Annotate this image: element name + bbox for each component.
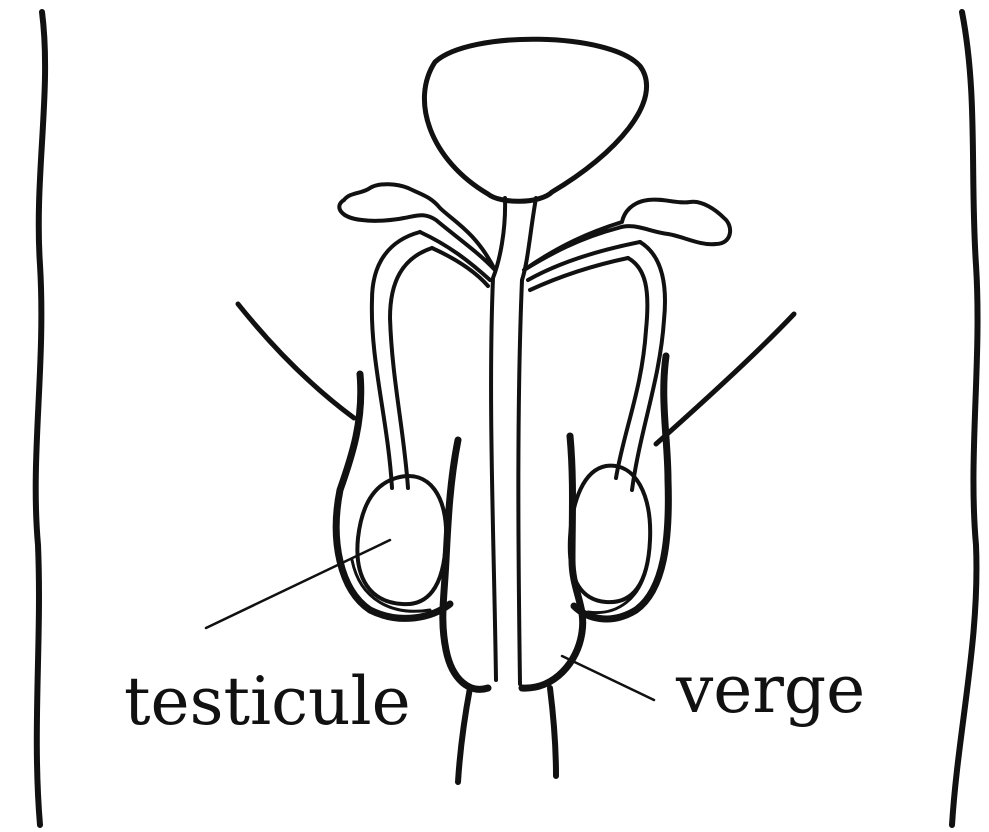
testicle-right — [570, 466, 650, 602]
urethra-right-wall — [518, 198, 536, 684]
vas-deferens-left-inner — [390, 248, 432, 488]
thigh-left-upper — [238, 304, 354, 418]
thigh-right-upper — [656, 314, 794, 444]
scrotum-left — [336, 374, 450, 618]
penis-right-side — [522, 436, 583, 688]
leg-right-lower — [550, 688, 556, 776]
scrotum-right — [574, 356, 668, 619]
penis-leader-line — [562, 656, 654, 700]
leg-left-lower — [458, 688, 470, 782]
penis-left-side — [443, 440, 488, 689]
testicle-label: testicule — [124, 663, 411, 740]
vas-deferens-right-outer — [632, 242, 665, 490]
bladder — [424, 39, 646, 201]
body-outline-right — [952, 12, 978, 825]
vas-deferens-left-outer — [372, 232, 420, 488]
vas-deferens-right-top-inner — [530, 258, 628, 290]
body-outline-left — [36, 12, 45, 825]
penis-label: verge — [675, 651, 865, 728]
testicle-left — [357, 476, 446, 604]
vas-deferens-right-inner — [616, 258, 647, 478]
